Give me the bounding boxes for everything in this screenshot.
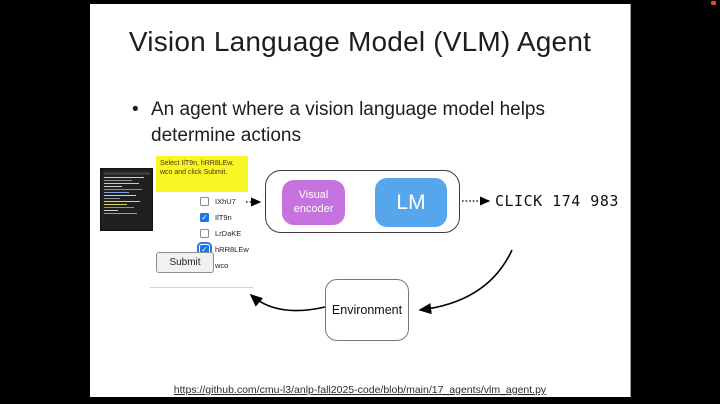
vlm-agent-container: Visual encoder LM	[265, 170, 460, 233]
checkbox-label: wco	[215, 260, 229, 270]
terminal-text-line	[104, 186, 123, 187]
terminal-text-line	[104, 213, 138, 214]
bullet-marker: •	[132, 99, 139, 120]
bullet-item: • An agent where a vision language model…	[132, 97, 577, 149]
checkbox-row[interactable]: LrDaKE	[200, 225, 270, 241]
task-instruction-box: Select IlT9n, hRR8LEw, wco and click Sub…	[156, 156, 248, 192]
slide-title: Vision Language Model (VLM) Agent	[128, 26, 592, 57]
terminal-text-line	[104, 195, 137, 196]
submit-button[interactable]: Submit	[156, 252, 214, 273]
bullet-text: An agent where a vision language model h…	[151, 99, 545, 147]
checkbox-label: IXhU7	[215, 196, 236, 206]
terminal-text-line	[104, 210, 118, 211]
terminal-text-line	[104, 183, 139, 184]
checkbox-unchecked-icon[interactable]	[200, 196, 209, 206]
action-to-environment-arrow	[418, 249, 513, 315]
environment-to-screenshot-arrow	[249, 293, 326, 312]
checkbox-checked-icon[interactable]: ✓	[200, 212, 209, 222]
checkbox-label: LrDaKE	[215, 228, 242, 238]
terminal-text-line	[104, 177, 145, 178]
checkbox-label: IlT9n	[215, 212, 232, 222]
presentation-slide: Vision Language Model (VLM) Agent • An a…	[90, 4, 631, 397]
terminal-lines	[104, 177, 150, 214]
action-output-text: CLICK 174 983	[495, 192, 619, 210]
terminal-text-line	[104, 198, 121, 199]
terminal-text-line	[104, 189, 142, 190]
terminal-text-line	[104, 207, 134, 208]
visual-encoder-box: Visual encoder	[282, 180, 345, 225]
screenshot-divider	[150, 287, 253, 288]
checkbox-row[interactable]: ✓ IlT9n	[200, 209, 270, 225]
terminal-text-line	[104, 204, 127, 205]
footer-link[interactable]: https://github.com/cmu-l3/anlp-fall2025-…	[173, 384, 547, 396]
terminal-text-line	[104, 192, 130, 193]
environment-box: Environment	[325, 279, 409, 341]
lm-box: LM	[375, 178, 447, 227]
terminal-titlebar	[104, 172, 150, 175]
checkbox-row[interactable]: IXhU7	[200, 193, 270, 209]
recording-indicator-dot	[711, 1, 716, 5]
terminal-text-line	[104, 180, 132, 181]
terminal-screenshot	[100, 168, 153, 231]
checkbox-unchecked-icon[interactable]	[200, 228, 209, 238]
checkbox-label: hRR8LEw	[215, 244, 249, 254]
terminal-text-line	[104, 201, 140, 202]
